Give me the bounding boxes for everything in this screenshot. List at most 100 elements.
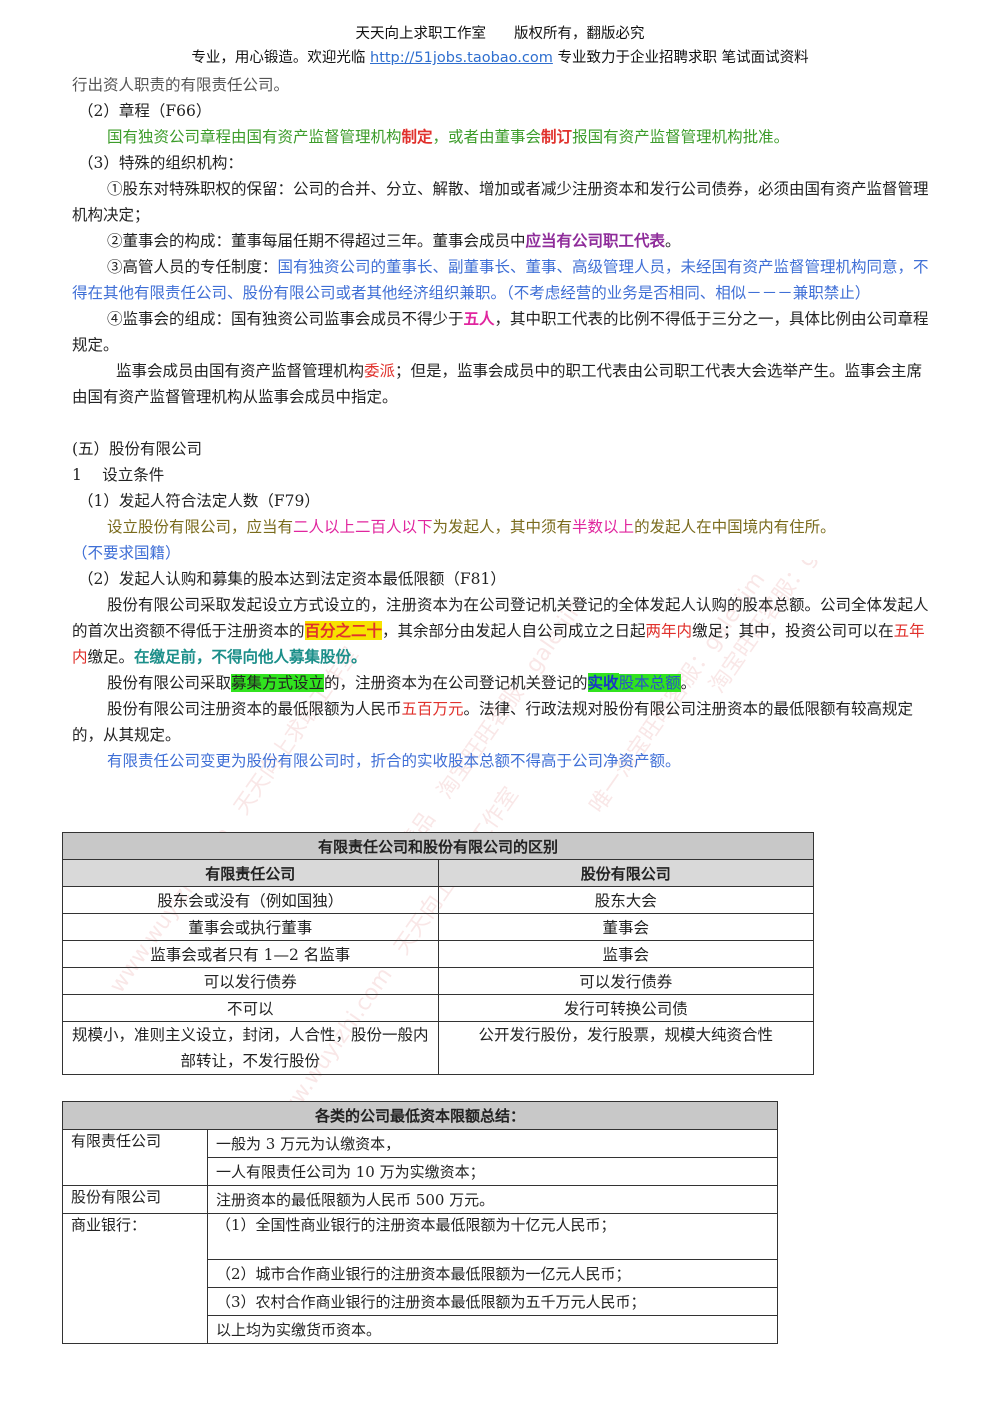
highlight-text: 实收 [587, 673, 619, 692]
highlight-text: 两年内 [645, 622, 693, 640]
table-cell: 一般为 3 万元为认缴资本， [207, 1129, 778, 1158]
highlight-text: 五人 [463, 309, 495, 328]
text-span: ②董事会的构成：董事每届任期不得超过三年。董事会成员中 [107, 232, 526, 250]
highlight-text: 百分之二十 [304, 621, 383, 640]
text-span: 。 [680, 674, 697, 692]
table-cell: 一人有限责任公司为 10 万为实缴资本； [207, 1157, 778, 1186]
paragraph: 股份有限公司注册资本的最低限额为人民币五百万元。法律、行政法规对股份有限公司注册… [72, 696, 932, 748]
table-cell: 规模小，准则主义设立，封闭，人合性，股份一般内部转让，不发行股份 [62, 1021, 439, 1075]
text-span: ，或者由董事会 [432, 128, 542, 146]
section-heading: （3）特殊的组织机构： [78, 154, 243, 172]
table-row: 规模小，准则主义设立，封闭，人合性，股份一般内部转让，不发行股份 公开发行股份，… [62, 1021, 814, 1075]
category-cell: 有限责任公司 [62, 1129, 208, 1186]
table-row: 董事会或执行董事 董事会 [62, 913, 814, 941]
table-row: 不可以 发行可转换公司债 [62, 994, 814, 1022]
table-row: （2）城市合作商业银行的注册资本最低限额为一亿元人民币； [63, 1259, 778, 1288]
section-heading: (五）股份有限公司 [72, 440, 203, 458]
highlight-text: 半数以上 [572, 518, 635, 536]
paragraph: ③高管人员的专任制度：国有独资公司的董事长、副董事长、董事、高级管理人员，未经国… [72, 254, 932, 306]
text-span: 国有独资公司章程由国有资产监督管理机构 [107, 128, 402, 146]
text-span: 缴足。 [87, 648, 135, 666]
paragraph: 股份有限公司采取发起设立方式设立的，注册资本为在公司登记机关登记的全体发起人认购… [72, 592, 932, 670]
slogan: 专业，用心锻造。欢迎光临 [191, 50, 366, 66]
table-row: 可以发行债券 可以发行债券 [62, 967, 814, 995]
text-span: 。法律、行政法规对股份有限公司注册资本的最低限额有较高规定的，从其规定。 [72, 700, 914, 744]
paragraph: ②董事会的构成：董事每届任期不得超过三年。董事会成员中应当有公司职工代表。 [72, 228, 932, 254]
category-cell: 股份有限公司 [62, 1185, 208, 1214]
table-cell: 监事会 [437, 940, 814, 968]
capital-summary-table: 各类的公司最低资本限额总结： 有限责任公司 一般为 3 万元为认缴资本， 一人有… [62, 1101, 778, 1344]
text-span: 的，注册资本为在公司登记机关登记的 [324, 674, 588, 692]
paragraph: （不要求国籍） [72, 544, 181, 562]
table-row: 以上均为实缴货币资本。 [63, 1315, 778, 1344]
table-row: 监事会或者只有 1—2 名监事 监事会 [62, 940, 814, 968]
highlight-text: 五年内 [72, 622, 925, 666]
text-span: 监事会成员由国有资产监督管理机构 [116, 362, 365, 380]
table-cell: 董事会或执行董事 [62, 913, 439, 941]
highlight-text: 股本总额 [618, 674, 681, 692]
table-cell: （1）全国性商业银行的注册资本最低限额为十亿元人民币； [207, 1213, 778, 1260]
header-line-2: 专业，用心锻造。欢迎光临 http://51jobs.taobao.com 专业… [0, 46, 1000, 70]
table-cell: 股东大会 [437, 886, 814, 914]
highlight-text: 应当有公司职工代表 [525, 231, 666, 250]
text-span: 报国有资产监督管理机构批准。 [572, 128, 790, 146]
paragraph: ④监事会的组成：国有独资公司监事会成员不得少于五人，其中职工代表的比例不得低于三… [72, 306, 932, 358]
tagline: 专业致力于企业招聘求职 笔试面试资料 [557, 50, 809, 66]
paragraph: 设立股份有限公司，应当有二人以上二百人以下为发起人，其中须有半数以上的发起人在中… [72, 514, 932, 540]
text-span: 设立股份有限公司，应当有 [107, 518, 294, 536]
table-cell: 以上均为实缴货币资本。 [207, 1315, 778, 1344]
comparison-table: 有限责任公司和股份有限公司的区别 有限责任公司 股份有限公司 股东会或没有（例如… [62, 832, 814, 1075]
paragraph: 国有独资公司章程由国有资产监督管理机构制定，或者由董事会制订报国有资产监督管理机… [72, 124, 932, 150]
copyright-notice: 版权所有，翻版必究 [514, 26, 645, 42]
text-span: 缴足；其中，投资公司可以在 [692, 622, 894, 640]
column-header: 有限责任公司 [62, 859, 439, 887]
text-span: 。 [665, 232, 681, 250]
table-row: 一人有限责任公司为 10 万为实缴资本； [63, 1157, 778, 1186]
text-span: 股份有限公司注册资本的最低限额为人民币 [107, 700, 402, 718]
section-heading: （2）发起人认购和募集的股本达到法定资本最低限额（F81） [78, 570, 506, 588]
table-title: 各类的公司最低资本限额总结： [62, 1101, 778, 1130]
text-span: 的发起人在中国境内有住所。 [634, 518, 836, 536]
highlight-text: 委派 [364, 362, 396, 380]
table-cell: 不可以 [62, 994, 439, 1022]
highlight-text: 五百万元 [401, 700, 464, 718]
highlight-text: 二人以上二百人以下 [293, 518, 433, 536]
paragraph: 有限责任公司变更为股份有限公司时，折合的实收股本总额不得高于公司净资产额。 [107, 752, 681, 770]
category-cell: 商业银行： [62, 1213, 208, 1344]
highlight-text: 募集方式设立 [231, 674, 325, 692]
page-header: 天天向上求职工作室 版权所有，翻版必究 专业，用心锻造。欢迎光临 http://5… [0, 22, 1000, 70]
table-row: （3）农村合作商业银行的注册资本最低限额为五千万元人民币； [63, 1287, 778, 1316]
highlight-text: 制定 [401, 127, 433, 146]
header-line-1: 天天向上求职工作室 版权所有，翻版必究 [0, 22, 1000, 46]
text-span: 股份有限公司采取 [107, 674, 232, 692]
table-cell: （2）城市合作商业银行的注册资本最低限额为一亿元人民币； [207, 1259, 778, 1288]
table-cell: 注册资本的最低限额为人民币 500 万元。 [207, 1185, 778, 1214]
table-title: 有限责任公司和股份有限公司的区别 [62, 832, 814, 860]
table-cell: 发行可转换公司债 [437, 994, 814, 1022]
table-cell: 监事会或者只有 1—2 名监事 [62, 940, 439, 968]
studio-name: 天天向上求职工作室 [355, 26, 487, 42]
highlight-text: 国有独资公司的董事长、副董事长、董事、高级管理人员，未经国有资产监督管理机构同意… [72, 258, 929, 302]
section-heading: （2）章程（F66） [78, 102, 212, 120]
highlight-text: 制订 [541, 127, 573, 146]
paragraph: 行出资人职责的有限责任公司。 [72, 76, 290, 94]
section-heading: （1）发起人符合法定人数（F79） [78, 492, 320, 510]
text-span: ④监事会的组成：国有独资公司监事会成员不得少于 [107, 310, 464, 328]
column-header: 股份有限公司 [437, 859, 814, 887]
text-span: ，其余部分由发起人自公司成立之日起 [382, 622, 646, 640]
shop-link[interactable]: http://51jobs.taobao.com [370, 50, 553, 66]
table-cell: 公开发行股份，发行股票，规模大纯资合性 [437, 1021, 814, 1075]
text-span: 股份有限公司采取发起设立方式设立的，注册资本为在公司登记机关登记的全体发起人认购… [72, 596, 929, 640]
highlight-text: 在缴足前，不得向他人募集股份。 [134, 647, 367, 666]
paragraph: 监事会成员由国有资产监督管理机构委派；但是，监事会成员中的职工代表由公司职工代表… [72, 358, 932, 410]
table-row: 商业银行： （1）全国性商业银行的注册资本最低限额为十亿元人民币； [62, 1213, 778, 1344]
text-span: 为发起人，其中须有 [432, 518, 573, 536]
table-cell: （3）农村合作商业银行的注册资本最低限额为五千万元人民币； [207, 1287, 778, 1316]
paragraph: 股份有限公司采取募集方式设立的，注册资本为在公司登记机关登记的实收股本总额。 [72, 670, 932, 696]
text-span: ③高管人员的专任制度： [107, 258, 278, 276]
table-row: 股东会或没有（例如国独） 股东大会 [62, 886, 814, 914]
subsection-heading: 1 设立条件 [72, 466, 165, 484]
table-cell: 可以发行债券 [437, 967, 814, 995]
text-span: ，其中职工代表的比例不得低于三分之一，具体比例由公司章程规定。 [72, 310, 929, 354]
